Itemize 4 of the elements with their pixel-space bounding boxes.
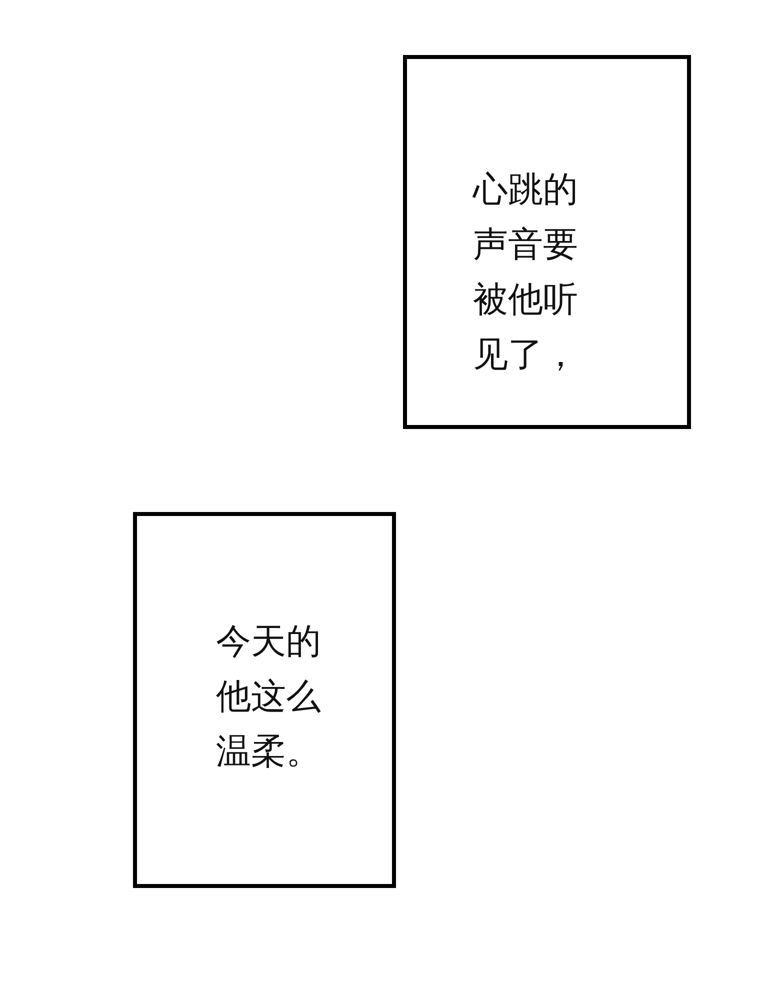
narration-text: 心跳的声音要被他听见了， [473, 169, 578, 377]
comic-panel [133, 512, 396, 888]
comic-panel [403, 55, 691, 429]
narration-text: 今天的他这么温柔。 [216, 621, 321, 774]
